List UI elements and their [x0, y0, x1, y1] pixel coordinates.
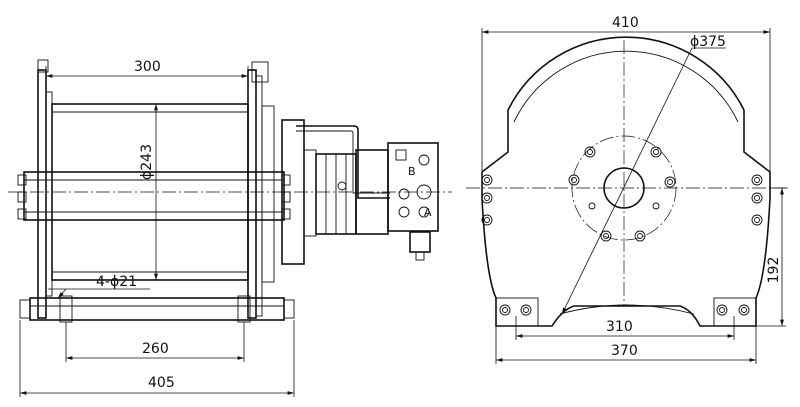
dim-front-width: 410 [612, 15, 639, 31]
dim-drum-length: 300 [134, 59, 161, 75]
leader-phi375 [561, 47, 693, 315]
dim-hole-spacing: 260 [142, 341, 169, 357]
motor-adapter [303, 149, 317, 237]
frame-inner-curve [559, 304, 695, 315]
right-flange-plate [255, 75, 263, 317]
top-lug [37, 59, 49, 73]
dim-overall-width: 405 [148, 375, 175, 391]
dim-base-width: 370 [611, 343, 638, 359]
left-flange-hub [45, 91, 53, 297]
flange-bolts [568, 146, 676, 242]
side-view: B A 300 ϕ243 4-ϕ21 260 405 [8, 59, 452, 397]
nut [17, 208, 27, 220]
hydraulic-pipe [296, 125, 390, 199]
front-view: ϕ375 410 192 310 370 [466, 15, 790, 364]
right-flange [247, 69, 257, 319]
base-pads [495, 297, 757, 327]
port-b-fitting [395, 149, 407, 161]
dim-drum-diameter: ϕ243 [139, 144, 155, 180]
port-fitting [398, 188, 410, 200]
dim-bolt-holes: 4-ϕ21 [96, 274, 137, 290]
tie-rod-assembly [23, 171, 285, 221]
nut [17, 174, 27, 186]
dim-front-hole-spacing: 310 [606, 319, 633, 335]
port-b-label: B [408, 165, 416, 178]
port-fitting [418, 154, 430, 166]
base-frame [29, 297, 285, 321]
drain-fitting [409, 231, 431, 253]
valve-block [387, 142, 439, 232]
dim-flange-diameter: ϕ375 [690, 34, 726, 50]
frame-outline [481, 110, 771, 327]
left-flange [37, 69, 47, 319]
base-end [283, 299, 295, 319]
port-a-label: A [424, 206, 432, 219]
base-bolt [59, 295, 73, 323]
right-bearing-housing [261, 105, 275, 283]
port-fitting [398, 206, 410, 218]
dim-axis-height: 192 [766, 257, 782, 284]
base-end [19, 299, 31, 319]
top-lug [251, 61, 269, 83]
side-bolts [481, 174, 763, 226]
flange-arc [507, 36, 745, 111]
motor-bolt [337, 181, 347, 191]
port-fitting [418, 206, 430, 218]
